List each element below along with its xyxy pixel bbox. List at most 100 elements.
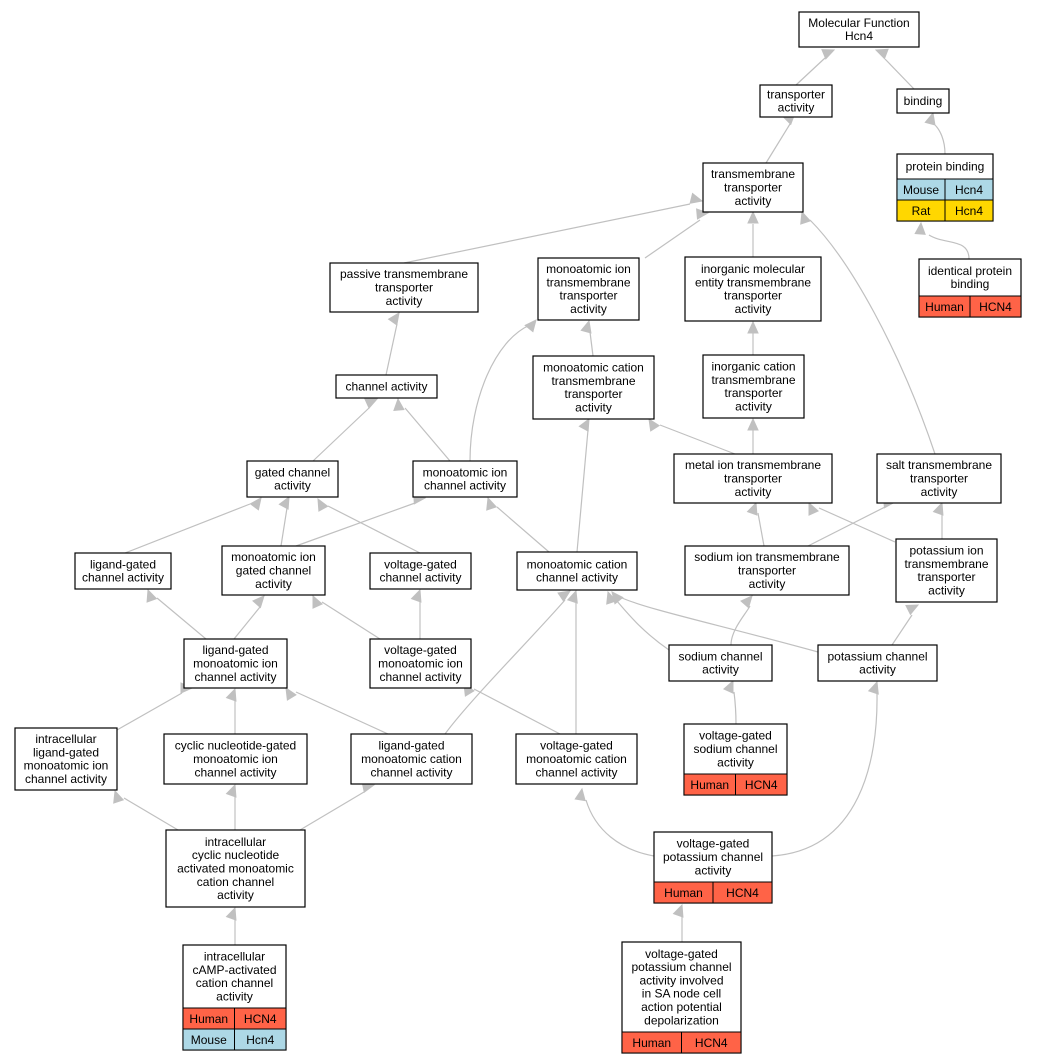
node-label-line: transporter — [375, 281, 433, 295]
go-node-sodiumtm[interactable]: sodium ion transmembranetransporteractiv… — [684, 545, 850, 596]
edge-gated-to-channel — [312, 398, 379, 462]
node-label-line: transmembrane — [546, 275, 630, 289]
arrowhead-icon — [225, 687, 237, 702]
edge-ligmonoion-to-ligandgated — [146, 588, 207, 640]
edge-line — [473, 688, 561, 735]
edge-line — [444, 599, 566, 735]
go-node-potassiumtm[interactable]: potassium iontransmembranetransporteract… — [895, 538, 998, 603]
arrowhead-icon — [924, 111, 936, 126]
node-label-line: transporter — [917, 570, 975, 584]
edge-monoiongated-to-gated — [278, 495, 290, 547]
gene-symbol: HCN4 — [695, 1036, 728, 1050]
edge-line — [321, 601, 381, 640]
node-label-line: monoatomic ion — [193, 752, 278, 766]
node-label-line: transporter — [724, 181, 782, 195]
node-label-line: depolarization — [644, 1013, 719, 1027]
node-label-line: channel activity — [379, 670, 461, 684]
species-name: Human — [925, 300, 964, 314]
node-label-line: transmembrane — [904, 557, 988, 571]
go-node-monoion[interactable]: monoatomic iontransmembranetransporterac… — [537, 257, 640, 321]
arrowhead-icon — [312, 594, 324, 609]
node-box — [895, 538, 998, 603]
node-box — [668, 644, 773, 682]
edge-line — [403, 203, 691, 264]
node-box — [74, 552, 172, 590]
arrowhead-icon — [746, 501, 758, 516]
edge-transporter-to-mf — [795, 49, 836, 86]
node-label-line: ligand-gated — [202, 643, 268, 657]
node-label-line: transporter — [564, 387, 622, 401]
go-node-metalion[interactable]: metal ion transmembranetransporteractivi… — [673, 453, 833, 504]
edge-potassiumtm-to-metalion — [808, 501, 896, 543]
go-node-monocation[interactable]: monoatomic cationtransmembranetransporte… — [532, 355, 655, 420]
gene-symbol: Hcn4 — [955, 204, 983, 218]
go-node-inorgcation[interactable]: inorganic cationtransmembranetransporter… — [702, 354, 805, 419]
node-label-line: Molecular Function — [808, 16, 909, 30]
gene-cell — [712, 881, 773, 904]
edge-line — [659, 424, 736, 455]
node-label-line: action potential — [641, 1000, 722, 1014]
edge-monocationch-to-monoionch — [486, 496, 550, 553]
node-label-line: transporter — [724, 289, 782, 303]
arrowhead-icon — [905, 604, 920, 616]
edge-ligandgated-to-gated — [124, 497, 262, 554]
node-label-line: protein binding — [906, 160, 985, 174]
edge-monoionch-to-monoion — [469, 319, 537, 462]
edge-line — [765, 123, 791, 164]
edge-line — [809, 219, 936, 455]
node-label-line: monoatomic cation — [361, 752, 462, 766]
node-label-line: transporter — [724, 386, 782, 400]
node-box — [684, 545, 850, 596]
edge-ligmonocation-to-monocationch — [444, 590, 572, 735]
go-node-channel[interactable]: channel activity — [335, 374, 438, 399]
node-box — [329, 262, 479, 313]
node-label-line: cation channel — [196, 976, 273, 990]
edge-voltpotassium-to-potassiumch — [771, 680, 879, 857]
species-name: Human — [632, 1036, 671, 1050]
gene-cell — [234, 1028, 287, 1051]
edge-voltmonocation-to-monocationch — [566, 589, 578, 734]
edge-line — [585, 799, 655, 857]
node-label-line: binding — [904, 94, 943, 108]
go-node-binding[interactable]: binding — [896, 88, 950, 114]
edge-protbinding-to-binding — [924, 111, 946, 155]
arrowhead-icon — [874, 48, 889, 60]
edge-potassiumch-to-monocationch — [611, 591, 819, 653]
edge-line — [928, 234, 970, 260]
arrowhead-icon — [410, 588, 422, 603]
gene-symbol: HCN4 — [244, 1012, 277, 1026]
node-box — [532, 355, 655, 420]
node-label-line: monoatomic ion — [24, 759, 109, 773]
edge-line — [295, 691, 389, 735]
